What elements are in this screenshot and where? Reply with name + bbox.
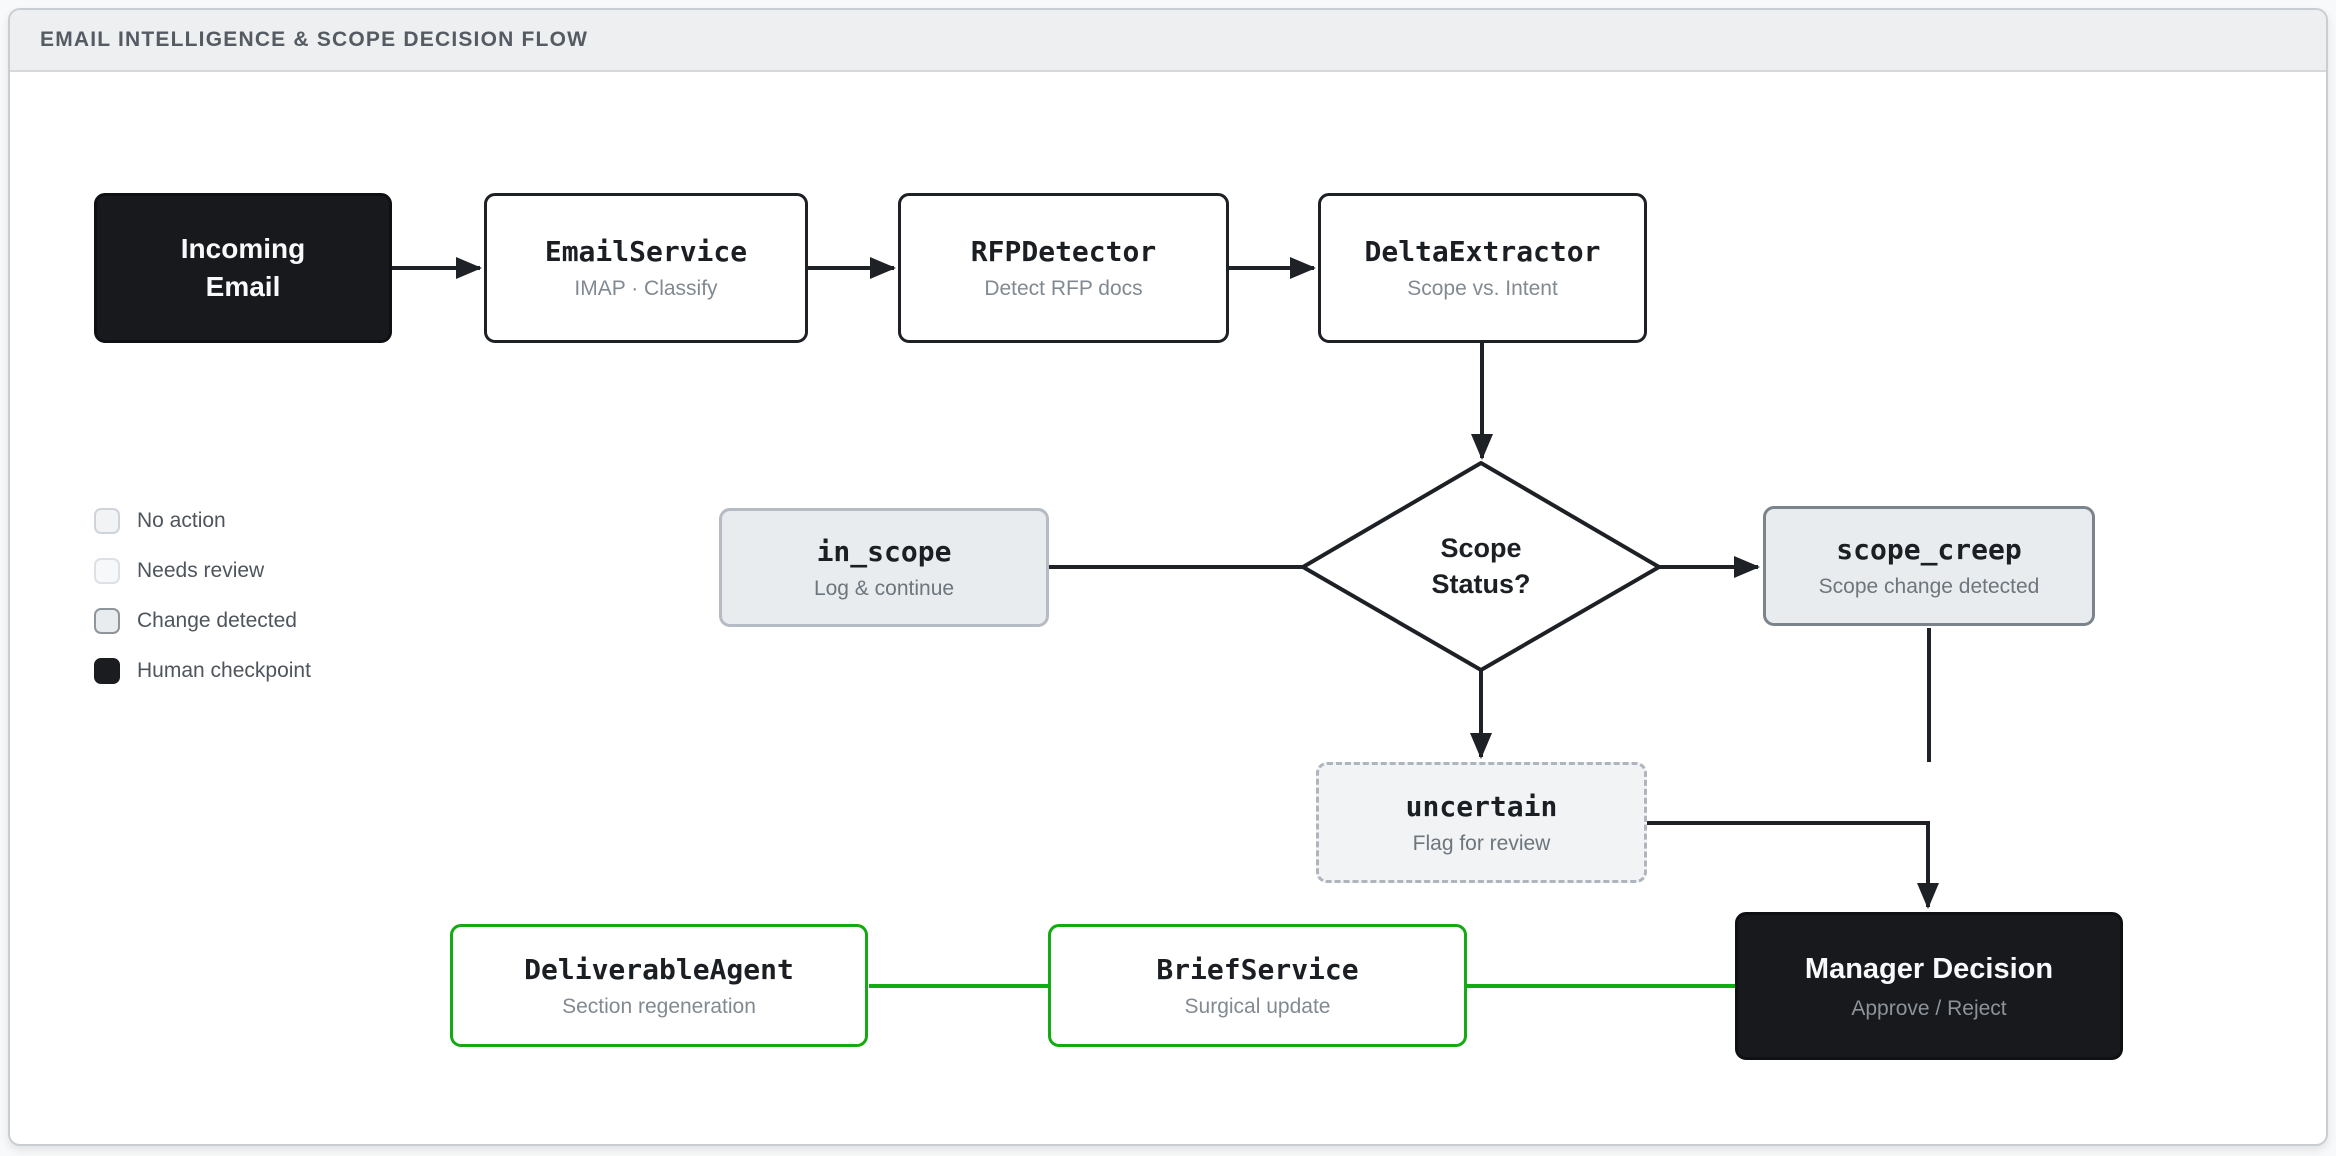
legend-label-change-detected: Change detected [137,609,297,632]
node-in-scope-subtitle: Log & continue [813,576,955,600]
node-delta-extractor-title: DeltaExtractor [1364,235,1601,269]
legend-item-needs-review: Needs review [94,558,311,584]
legend-swatch-no-action [94,508,120,534]
legend-label-human-checkpoint: Human checkpoint [137,659,311,682]
node-deliverable-agent: DeliverableAgent Section regeneration [450,924,868,1047]
node-email-service-title: EmailService [544,235,748,269]
node-delta-extractor-subtitle: Scope vs. Intent [1407,277,1558,301]
card-header: EMAIL INTELLIGENCE & SCOPE DECISION FLOW [10,10,2326,72]
node-brief-service-subtitle: Surgical update [1184,994,1331,1018]
node-scope-creep-title: scope_creep [1836,533,2022,567]
node-manager-decision: Manager Decision Approve / Reject [1735,912,2123,1060]
node-uncertain-subtitle: Flag for review [1412,831,1551,855]
legend-label-needs-review: Needs review [137,559,265,582]
node-deliverable-agent-subtitle: Section regeneration [562,994,756,1018]
node-in-scope: in_scope Log & continue [719,508,1049,627]
node-incoming-email: Incoming Email [94,193,392,343]
node-brief-service: BriefService Surgical update [1048,924,1467,1047]
node-email-service-subtitle: IMAP · Classify [574,277,718,301]
node-manager-decision-title: Manager Decision [1804,953,2054,986]
page-title: EMAIL INTELLIGENCE & SCOPE DECISION FLOW [40,28,589,51]
node-incoming-email-title: Incoming Email [180,233,306,302]
node-rfp-detector: RFPDetector Detect RFP docs [898,193,1229,343]
legend-swatch-human-checkpoint [94,658,120,684]
legend-item-change-detected: Change detected [94,608,311,634]
legend-item-human-checkpoint: Human checkpoint [94,658,311,684]
legend-swatch-needs-review [94,558,120,584]
node-rfp-detector-subtitle: Detect RFP docs [984,277,1143,301]
legend-swatch-change-detected [94,608,120,634]
node-uncertain: uncertain Flag for review [1316,762,1647,883]
node-brief-service-title: BriefService [1156,952,1359,986]
node-in-scope-title: in_scope [816,534,952,568]
node-uncertain-title: uncertain [1405,789,1558,823]
legend-label-no-action: No action [137,509,226,532]
node-rfp-detector-title: RFPDetector [970,235,1157,269]
legend-item-no-action: No action [94,508,311,534]
node-email-service: EmailService IMAP · Classify [484,193,808,343]
node-deliverable-agent-title: DeliverableAgent [524,952,794,986]
legend: No action Needs review Change detected H… [94,508,311,684]
node-manager-decision-subtitle: Approve / Reject [1851,997,2007,1021]
node-delta-extractor: DeltaExtractor Scope vs. Intent [1318,193,1647,343]
node-scope-creep-subtitle: Scope change detected [1818,575,2040,599]
node-scope-status-label: Scope Status? [1431,533,1531,599]
node-scope-creep: scope_creep Scope change detected [1763,506,2095,626]
